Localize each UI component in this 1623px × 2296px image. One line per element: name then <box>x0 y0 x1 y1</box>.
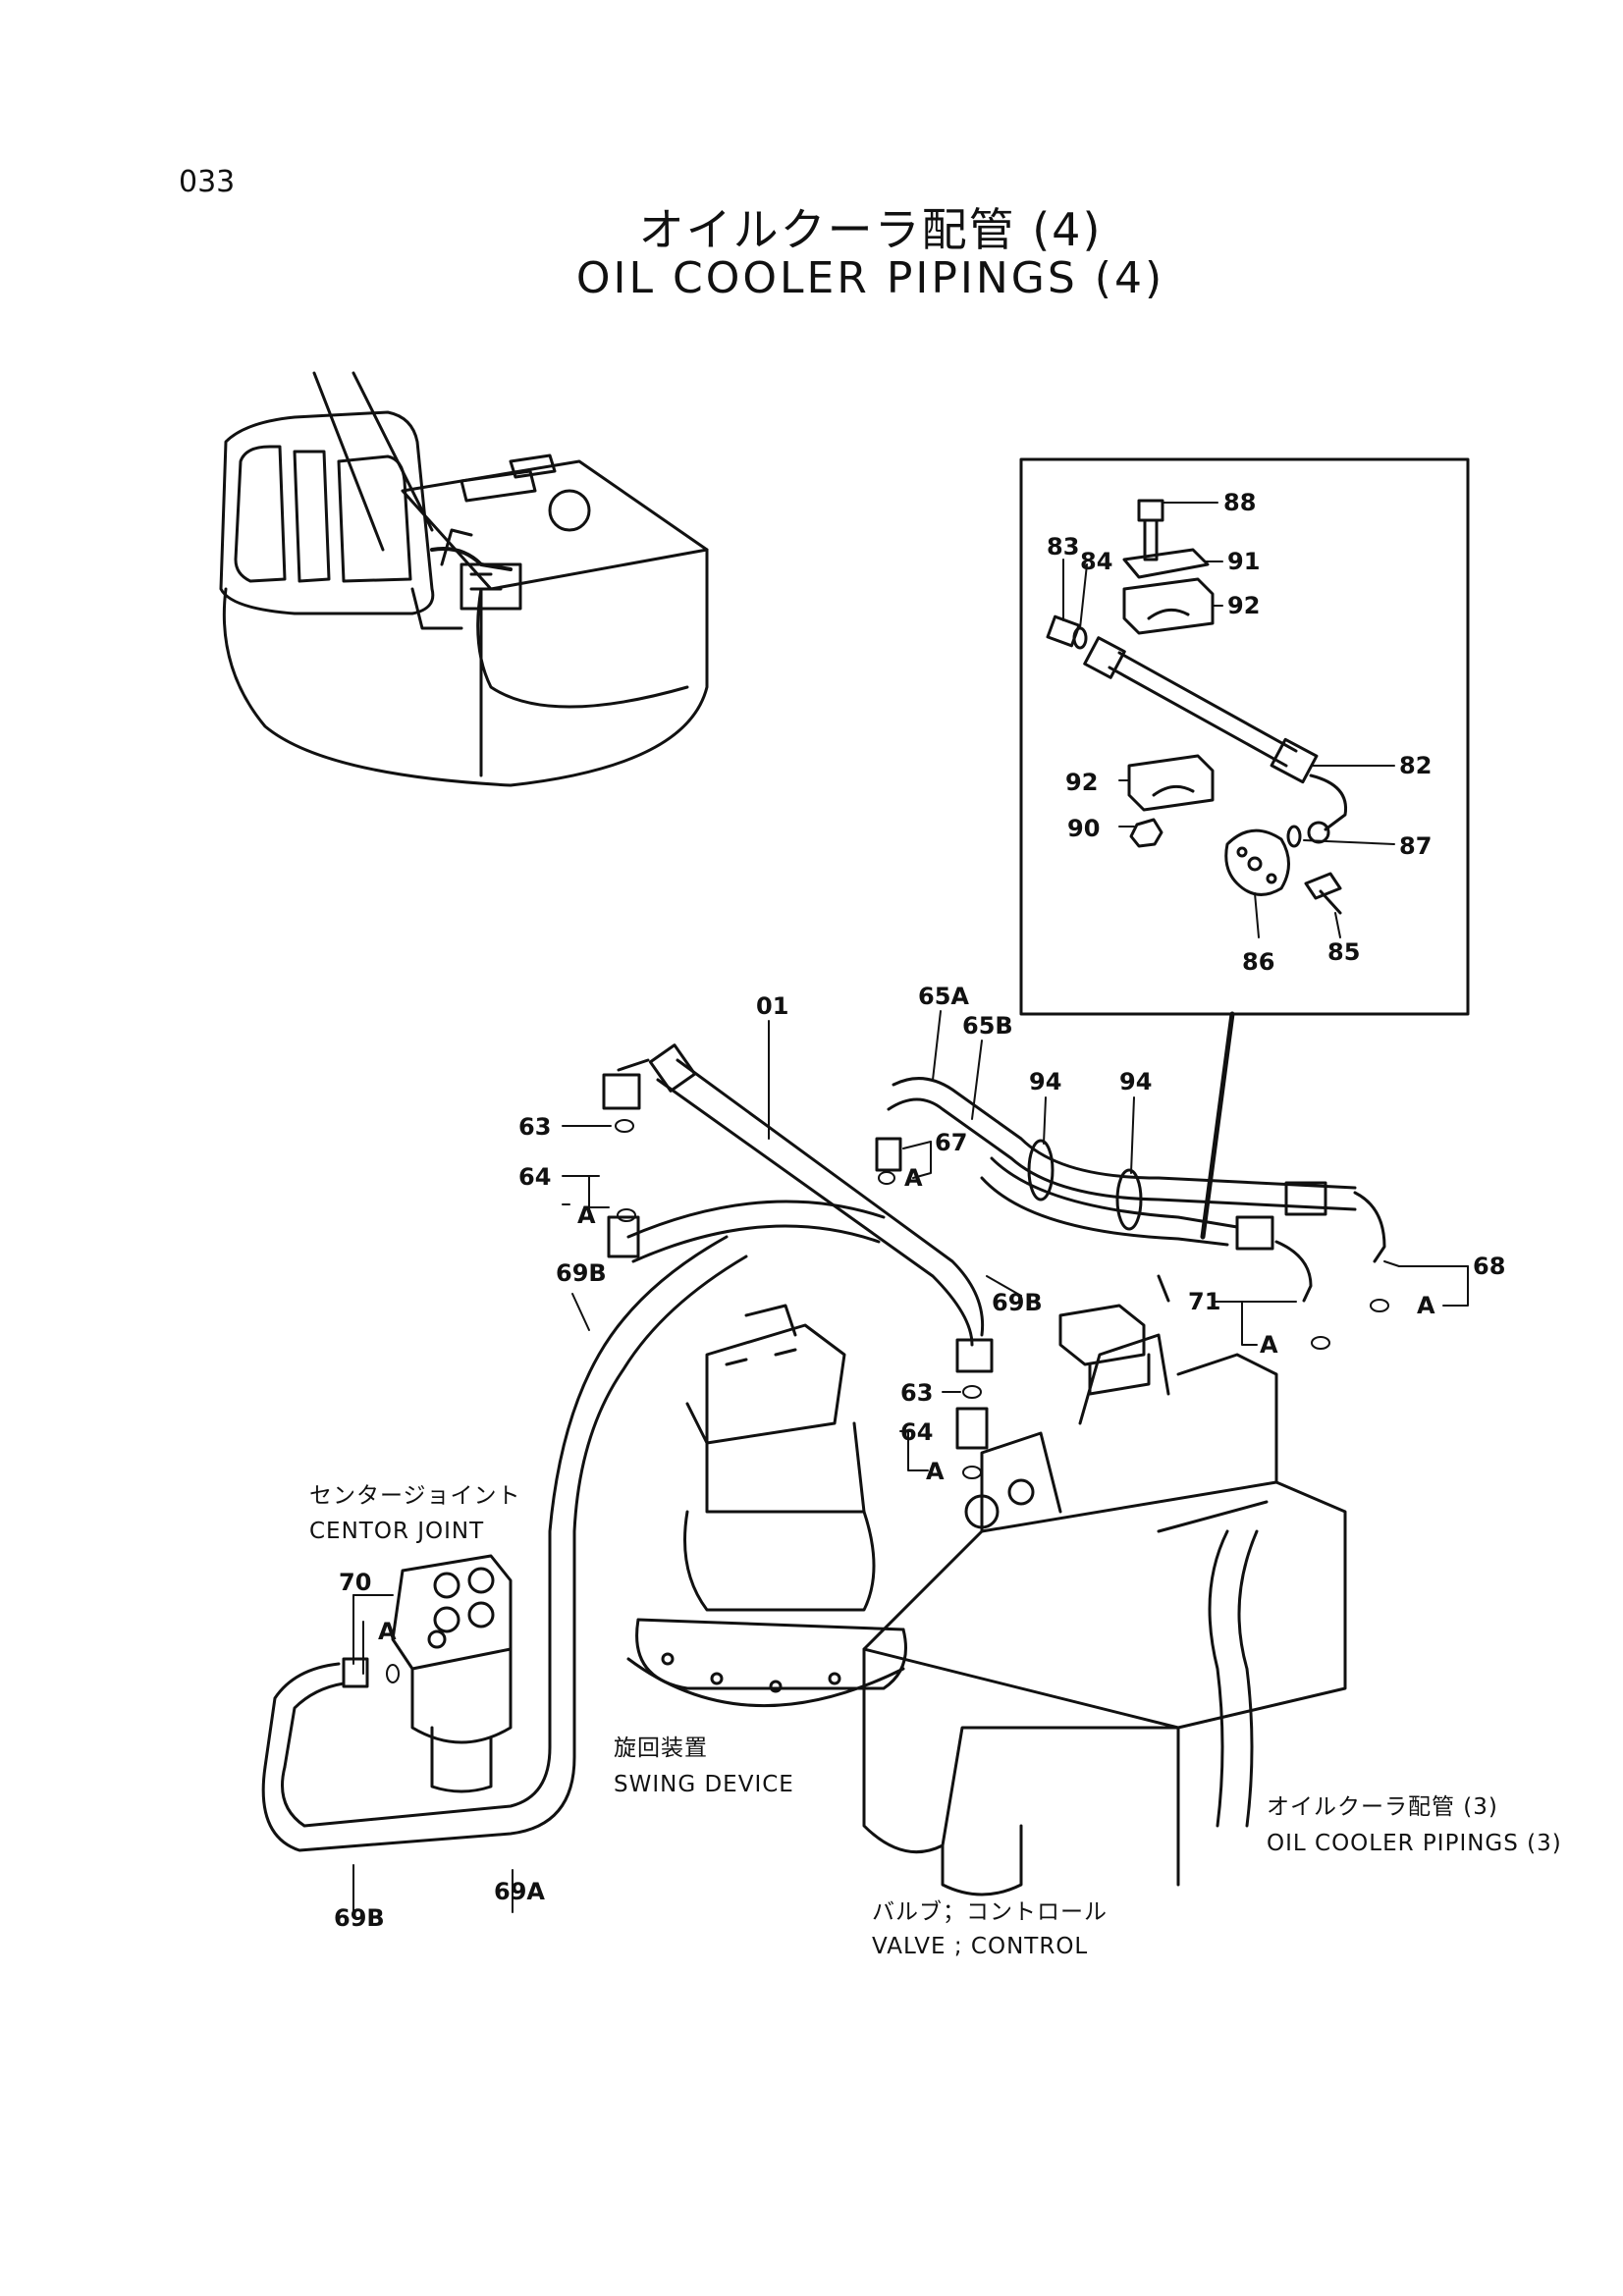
label-71: 71 <box>1188 1288 1220 1315</box>
label-94-right: 94 <box>1119 1068 1152 1095</box>
label-94-left: 94 <box>1029 1068 1061 1095</box>
label-69b-bottom: 69B <box>334 1904 385 1932</box>
label-92-top: 92 <box>1227 592 1260 619</box>
label-91: 91 <box>1227 548 1260 575</box>
caption-swing-device-en: SWING DEVICE <box>614 1772 794 1797</box>
label-a-71: A <box>1260 1331 1278 1359</box>
label-69b-mid: 69B <box>992 1289 1043 1316</box>
page-number: 033 <box>179 165 236 199</box>
leader-lines <box>352 1010 1469 1913</box>
caption-valve-jp: バルブ；コントロール <box>872 1899 1108 1925</box>
title-japanese: オイルクーラ配管 (4) <box>638 203 1103 256</box>
caption-center-joint-jp: センタージョイント <box>309 1483 521 1509</box>
label-70: 70 <box>339 1569 371 1596</box>
label-a-70: A <box>378 1618 397 1645</box>
inset-pointer-line <box>1200 1011 1235 1240</box>
label-64-lower: 64 <box>900 1418 933 1446</box>
caption-valve-en: VALVE ; CONTROL <box>872 1934 1088 1959</box>
label-87: 87 <box>1399 832 1432 860</box>
label-65b: 65B <box>962 1012 1013 1040</box>
label-a-lower: A <box>926 1458 945 1485</box>
label-88: 88 <box>1223 489 1256 516</box>
caption-swing-device-jp: 旋回装置 <box>614 1735 708 1761</box>
center-joint <box>391 1554 513 1793</box>
excavator-overview <box>219 371 709 787</box>
label-67: 67 <box>935 1129 967 1156</box>
label-65a: 65A <box>918 983 969 1010</box>
label-86: 86 <box>1242 948 1274 976</box>
label-69a: 69A <box>494 1878 545 1905</box>
label-83: 83 <box>1047 533 1079 561</box>
caption-oil-cooler-en: OIL COOLER PIPINGS (3) <box>1267 1831 1562 1856</box>
label-82: 82 <box>1399 752 1432 779</box>
label-01: 01 <box>756 992 788 1020</box>
label-68: 68 <box>1473 1253 1505 1280</box>
control-valve <box>862 1333 1347 1896</box>
label-a-top: A <box>577 1201 596 1229</box>
label-85: 85 <box>1327 938 1360 966</box>
label-63-lower: 63 <box>900 1379 933 1407</box>
swing-device <box>626 1304 907 1708</box>
caption-oil-cooler-jp: オイルクーラ配管 (3) <box>1267 1794 1498 1820</box>
caption-center-joint-en: CENTOR JOINT <box>309 1519 484 1544</box>
pipes-and-hoses <box>261 1043 1386 1852</box>
label-a-67: A <box>904 1164 923 1192</box>
title-english: OIL COOLER PIPINGS (4) <box>575 253 1165 303</box>
detail-inset <box>1019 457 1470 1016</box>
label-a-68: A <box>1417 1292 1435 1319</box>
label-92-lower: 92 <box>1065 769 1098 796</box>
label-69b-left: 69B <box>556 1259 607 1287</box>
label-63-top: 63 <box>518 1113 551 1141</box>
label-64-top: 64 <box>518 1163 551 1191</box>
label-84: 84 <box>1080 548 1112 575</box>
part-labels: 88 91 92 83 84 82 92 90 87 86 85 01 65A … <box>309 489 1562 1959</box>
label-90: 90 <box>1067 815 1100 842</box>
